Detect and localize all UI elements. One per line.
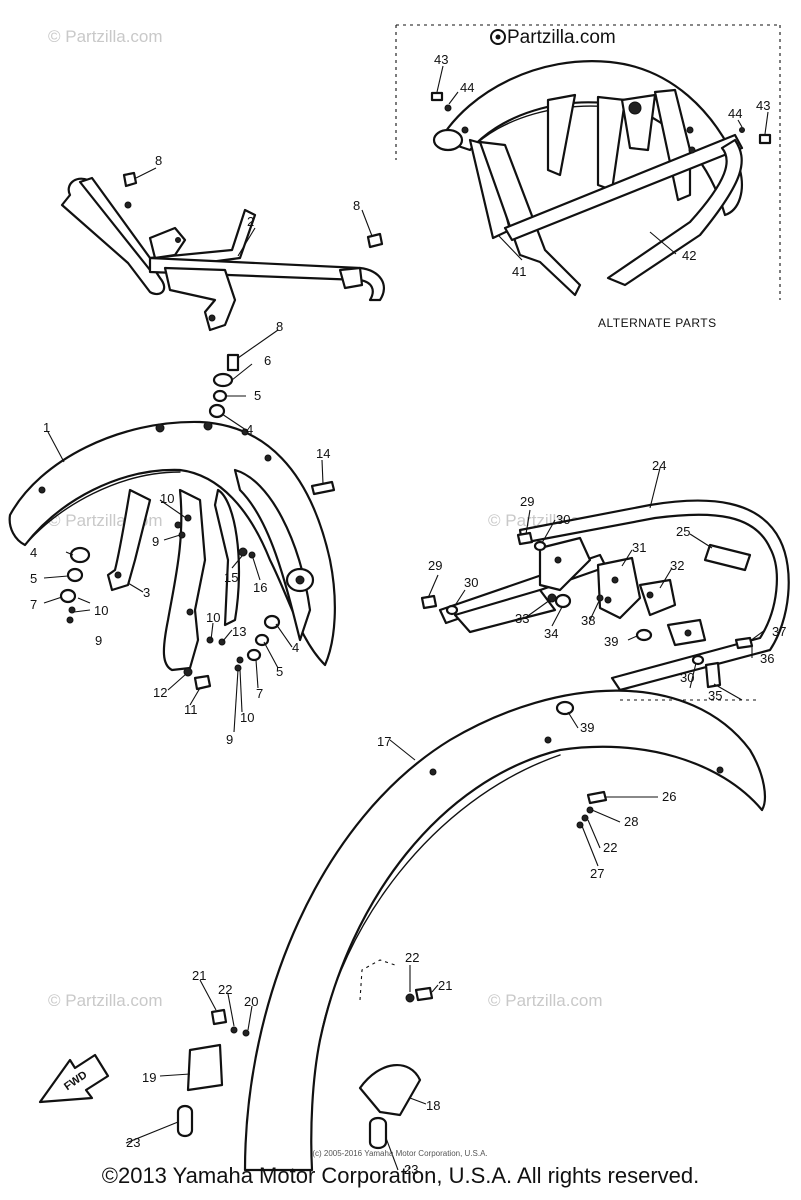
grab-bar-assembly xyxy=(420,499,790,692)
callout-label: 8 xyxy=(155,153,162,168)
callout-label: 21 xyxy=(438,978,452,993)
callout-label: 41 xyxy=(512,264,526,279)
callout-label: 39 xyxy=(604,634,618,649)
callout-label: 6 xyxy=(264,353,271,368)
callout-label: 3 xyxy=(143,585,150,600)
callout-label: 15 xyxy=(224,570,238,585)
callout-label: 31 xyxy=(632,540,646,555)
callout-label: 19 xyxy=(142,1070,156,1085)
callout-label: 8 xyxy=(276,319,283,334)
callout-label: 43 xyxy=(756,98,770,113)
callout-label: 44 xyxy=(460,80,474,95)
callout-label: 27 xyxy=(590,866,604,881)
fine-print: (c) 2005-2016 Yamaha Motor Corporation, … xyxy=(312,1149,487,1158)
callout-label: 30 xyxy=(464,575,478,590)
brand-text: Partzilla.com xyxy=(507,27,616,48)
callout-label: 32 xyxy=(670,558,684,573)
callout-label: 42 xyxy=(682,248,696,263)
alternate-parts-label: ALTERNATE PARTS xyxy=(598,316,717,330)
rear-fender xyxy=(176,689,766,1172)
callouts: 1 2 3 4 4 4 5 5 5 6 7 7 8 8 8 9 9 9 10 1… xyxy=(30,52,786,1177)
callout-label: 18 xyxy=(426,1098,440,1113)
callout-label: 20 xyxy=(244,994,258,1009)
callout-label: 21 xyxy=(192,968,206,983)
callout-label: 2 xyxy=(247,214,254,229)
callout-label: 22 xyxy=(405,950,419,965)
callout-label: 13 xyxy=(232,624,246,639)
callout-label: 26 xyxy=(662,789,676,804)
callout-label: 43 xyxy=(434,52,448,67)
callout-label: 29 xyxy=(428,558,442,573)
callout-label: 22 xyxy=(603,840,617,855)
callout-label: 14 xyxy=(316,446,330,461)
callout-label: 25 xyxy=(676,524,690,539)
callout-label: 4 xyxy=(30,545,37,560)
watermark: © Partzilla.com xyxy=(48,27,163,46)
callout-label: 4 xyxy=(246,422,253,437)
callout-label: 8 xyxy=(353,198,360,213)
callout-label: 39 xyxy=(580,720,594,735)
callout-label: 17 xyxy=(377,734,391,749)
callout-label: 30 xyxy=(680,670,694,685)
callout-label: 28 xyxy=(624,814,638,829)
callout-label: 1 xyxy=(43,420,50,435)
callout-label: 22 xyxy=(218,982,232,997)
callout-label: 38 xyxy=(581,613,595,628)
callout-label: 34 xyxy=(544,626,558,641)
callout-label: 35 xyxy=(708,688,722,703)
watermark: © Partzilla.com xyxy=(488,991,603,1010)
fwd-arrow-icon: FWD xyxy=(38,1053,110,1104)
callout-label: 30 xyxy=(556,512,570,527)
front-fender xyxy=(8,420,336,691)
callout-label: 10 xyxy=(240,710,254,725)
callout-label: 9 xyxy=(95,633,102,648)
callout-label: 10 xyxy=(206,610,220,625)
callout-label: 23 xyxy=(404,1162,418,1177)
alternate-parts-frame: ALTERNATE PARTS xyxy=(395,24,781,330)
callout-label: 16 xyxy=(253,580,267,595)
callout-label: 23 xyxy=(126,1135,140,1150)
callout-label: 5 xyxy=(30,571,37,586)
callout-label: 5 xyxy=(276,664,283,679)
brand-logo: Partzilla.com xyxy=(490,27,616,48)
callout-label: 29 xyxy=(520,494,534,509)
copyright-notice: ©2013 Yamaha Motor Corporation, U.S.A. A… xyxy=(101,1163,700,1188)
callout-label: 10 xyxy=(94,603,108,618)
watermark: © Partzilla.com xyxy=(48,991,163,1010)
callout-label: 10 xyxy=(160,491,174,506)
callout-label: 44 xyxy=(728,106,742,121)
callout-label: 7 xyxy=(30,597,37,612)
callout-label: 24 xyxy=(652,458,666,473)
callout-label: 9 xyxy=(226,732,233,747)
leader-lines xyxy=(43,65,769,1171)
callout-label: 5 xyxy=(254,388,261,403)
front-fender-stay xyxy=(60,171,385,419)
callout-label: 4 xyxy=(292,640,299,655)
callout-label: 12 xyxy=(153,685,167,700)
callout-label: 11 xyxy=(184,702,198,717)
callout-label: 37 xyxy=(772,624,786,639)
callout-label: 9 xyxy=(152,534,159,549)
callout-label: 36 xyxy=(760,651,774,666)
callout-label: 7 xyxy=(256,686,263,701)
alternate-fender-assembly xyxy=(430,60,772,297)
callout-label: 33 xyxy=(515,611,529,626)
